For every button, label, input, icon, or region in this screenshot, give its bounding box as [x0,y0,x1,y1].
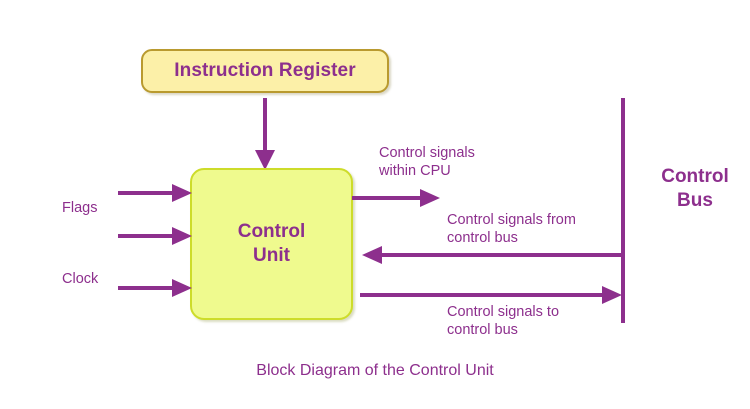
ir-to-control-unit-arrow [255,98,275,170]
instruction-register-label: Instruction Register [174,60,356,81]
clock-label: Clock [62,271,99,287]
flags-input-arrow-1 [118,184,192,202]
control-signals-from-control-bus-arrow [362,246,624,264]
control-bus-label: Control Bus [661,166,729,211]
clock-input-arrow [118,279,192,297]
instruction-register-box: Instruction Register [141,49,389,93]
control-signals-to-control-bus-label: Control signals to control bus [447,304,560,338]
control-signals-from-control-bus-label: Control signals from control bus [447,212,576,246]
control-bus-line [621,98,625,323]
flags-input-arrow-2 [118,227,192,245]
control-signals-to-control-bus-arrow [360,286,622,304]
control-signals-within-cpu-label: Control signals within CPU [379,145,475,179]
flags-label: Flags [62,200,98,216]
control-unit-box: Control Unit [190,168,353,320]
diagram-caption: Block Diagram of the Control Unit [256,362,494,379]
control-unit-label: Control Unit [237,220,306,266]
control-signals-within-cpu-arrow [352,189,440,207]
